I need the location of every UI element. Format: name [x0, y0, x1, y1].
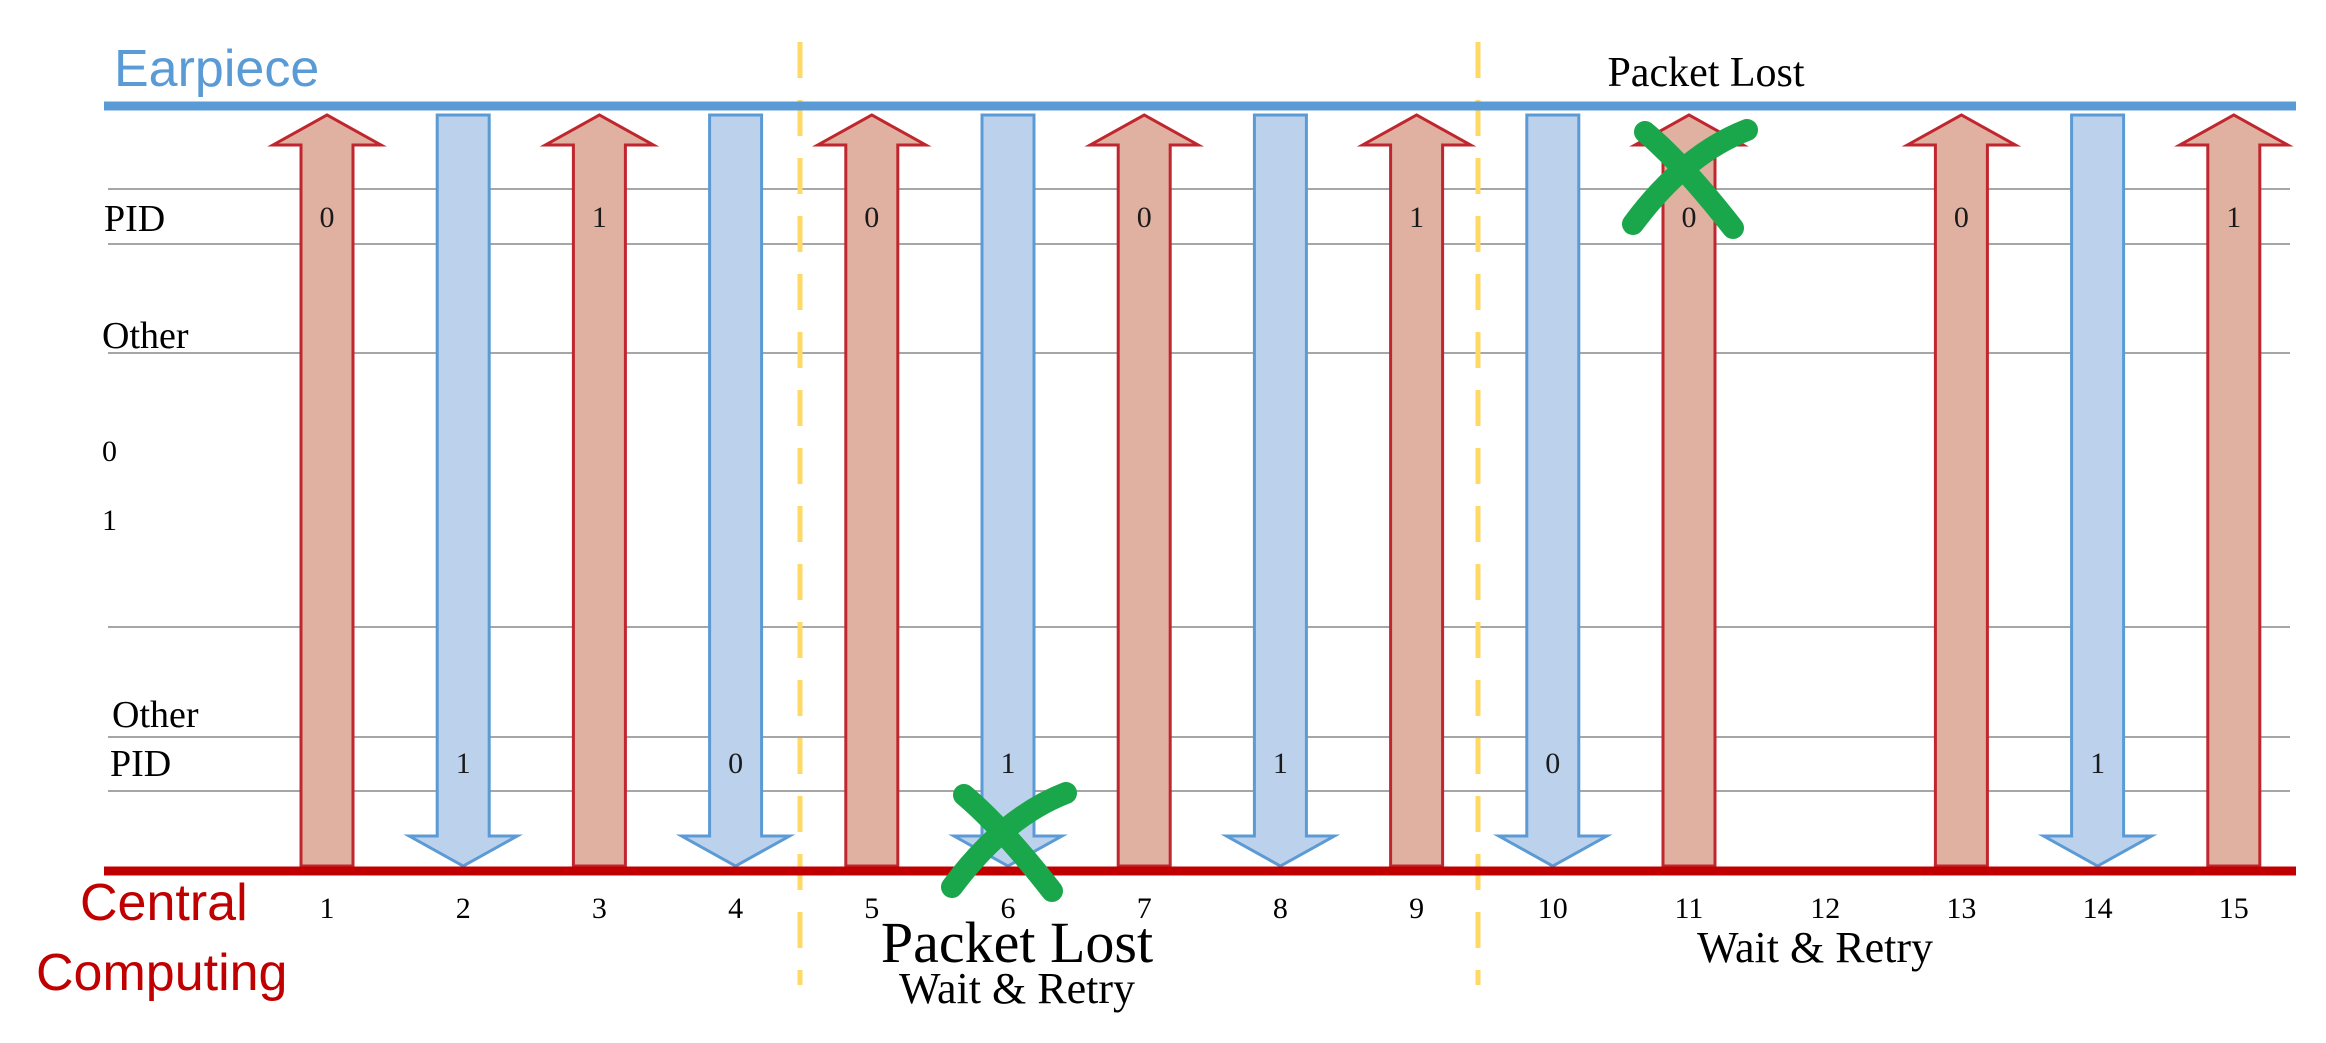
pid-value-10: 0: [1545, 747, 1560, 780]
bit-label-0: 0: [102, 435, 117, 468]
pid-value-11: 0: [1682, 201, 1697, 234]
lost-cross-stroke: [1622, 119, 1758, 235]
earpiece-label: Earpiece: [114, 40, 319, 98]
pid-value-3: 1: [592, 201, 607, 234]
bit-label-1: 1: [102, 504, 117, 537]
slot-number-7: 7: [1137, 892, 1152, 925]
pid-value-4: 0: [728, 747, 743, 780]
slot-number-3: 3: [592, 892, 607, 925]
lost-packet-marks: [941, 119, 1758, 902]
up-arrow-1: [267, 113, 387, 868]
slot-number-8: 8: [1273, 892, 1288, 925]
wait-retry-annotation-bottom: Wait & Retry: [899, 964, 1135, 1013]
slot-number-6: 6: [1001, 892, 1016, 925]
slot-number-12: 12: [1810, 892, 1840, 925]
pid-label-top: PID: [104, 198, 165, 240]
retry-dividers: [797, 42, 1481, 985]
pid-value-6: 1: [1001, 747, 1016, 780]
pid-value-7: 0: [1137, 201, 1152, 234]
down-arrow-10: [1493, 113, 1613, 868]
slot-number-1: 1: [320, 892, 335, 925]
up-arrow-15: [2174, 113, 2294, 868]
pid-value-13: 0: [1954, 201, 1969, 234]
wait-retry-annotation-right: Wait & Retry: [1697, 923, 1933, 972]
up-arrow-13: [1901, 113, 2022, 868]
up-arrow-5: [812, 113, 932, 868]
lost-cross-stroke: [941, 782, 1077, 898]
central-label-line1: Central: [80, 874, 248, 932]
packet-arrows: [267, 113, 2294, 868]
pid-value-9: 1: [1409, 201, 1424, 234]
slot-number-2: 2: [456, 892, 471, 925]
slot-number-11: 11: [1675, 892, 1704, 925]
up-arrow-3: [539, 113, 660, 868]
down-arrow-4: [675, 113, 796, 868]
packet-lost-annotation-top: Packet Lost: [1607, 50, 1804, 96]
slot-number-4: 4: [728, 892, 743, 925]
slot-number-14: 14: [2083, 892, 2113, 925]
lost-cross-icon: [1622, 119, 1758, 239]
other-label-top: Other: [102, 315, 189, 357]
pid-value-2: 1: [456, 747, 471, 780]
slot-number-15: 15: [2219, 892, 2249, 925]
pid-value-15: 1: [2226, 201, 2241, 234]
other-label-bottom: Other: [112, 694, 199, 736]
pid-value-14: 1: [2090, 747, 2105, 780]
pid-value-1: 0: [320, 201, 335, 234]
slot-number-10: 10: [1538, 892, 1568, 925]
down-arrow-14: [2037, 113, 2158, 868]
lost-cross-icon: [941, 782, 1077, 902]
pid-value-5: 0: [864, 201, 879, 234]
down-arrow-6: [948, 113, 1068, 868]
pid-label-bottom: PID: [110, 743, 171, 785]
packet-lost-annotation-bottom: Packet Lost: [881, 910, 1153, 975]
slot-number-13: 13: [1946, 892, 1976, 925]
slot-number-9: 9: [1409, 892, 1424, 925]
slot-number-5: 5: [864, 892, 879, 925]
up-arrow-9: [1356, 113, 1477, 868]
up-arrow-7: [1084, 113, 1204, 868]
down-arrow-2: [403, 113, 523, 868]
central-label-line2: Computing: [36, 944, 287, 1002]
down-arrow-8: [1220, 113, 1341, 868]
pid-value-8: 1: [1273, 747, 1288, 780]
